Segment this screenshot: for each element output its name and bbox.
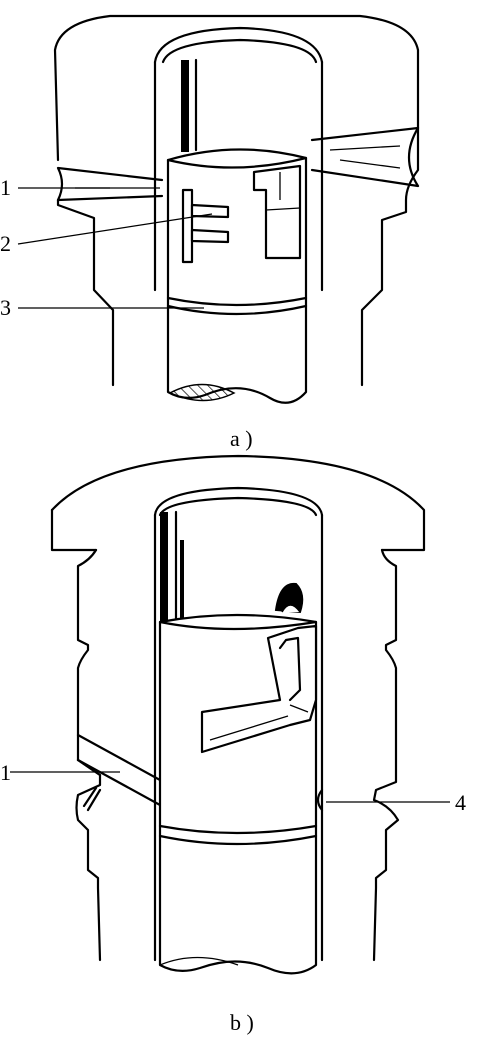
caption-b: b ) (230, 1010, 254, 1035)
label-a-1: 1 (0, 175, 11, 200)
barrel-b-left (75, 548, 102, 962)
figure-b: 1 4 b ) (0, 454, 466, 1035)
helix-cut-b-lines (209, 704, 309, 741)
plunger-section-hatch (168, 383, 236, 402)
plunger-ring-groove-b-2 (158, 834, 318, 846)
plunger-ring-groove-a-2 (166, 304, 308, 316)
vertical-slot-a (181, 188, 194, 264)
bore-groove-a (181, 60, 189, 152)
inlet-port-a (56, 166, 164, 202)
barrel-a-outline (53, 14, 420, 387)
spill-port-b (274, 582, 304, 614)
outlet-port-a (310, 126, 420, 188)
slot-tooth-a2 (190, 228, 230, 244)
outlet-port-a-lines (329, 145, 401, 169)
plunger-b-top (158, 620, 318, 631)
helix-notch-a (252, 164, 302, 260)
plunger-b-bottom (159, 956, 239, 966)
bore-groove-b-2 (180, 540, 184, 626)
barrel-a-left (56, 198, 115, 387)
plunger-a-top (166, 156, 308, 169)
port-4-b (316, 788, 324, 812)
bore-top-b (153, 486, 324, 517)
barrel-b-head-left (50, 508, 98, 552)
leader-a-2 (17, 213, 213, 245)
caption-a: a ) (230, 426, 253, 451)
helix-cut-b-inner (278, 636, 302, 702)
figure-a: 1 2 3 a ) (0, 14, 420, 451)
bore-inner-ring-a (161, 38, 318, 64)
label-a-2: 2 (0, 231, 11, 256)
helix-notch-a-lines (265, 172, 301, 211)
inlet-port-b (76, 733, 162, 807)
spill-port-b-inner (281, 604, 301, 613)
label-b-4: 4 (455, 790, 466, 815)
barrel-b-head (50, 454, 426, 552)
plunger-ring-groove-a (166, 296, 308, 307)
barrel-b-right (372, 548, 400, 962)
helix-cut-b (200, 624, 318, 754)
inlet-port-b-edge (76, 758, 102, 812)
plunger-ring-groove-b (158, 824, 318, 835)
bore-inner-ring-b (158, 496, 318, 517)
bore-top-a (153, 26, 324, 64)
slot-tooth-a1 (190, 203, 230, 219)
label-b-1: 1 (0, 760, 11, 785)
bore-groove-b (160, 512, 168, 632)
label-a-3: 3 (0, 295, 11, 320)
